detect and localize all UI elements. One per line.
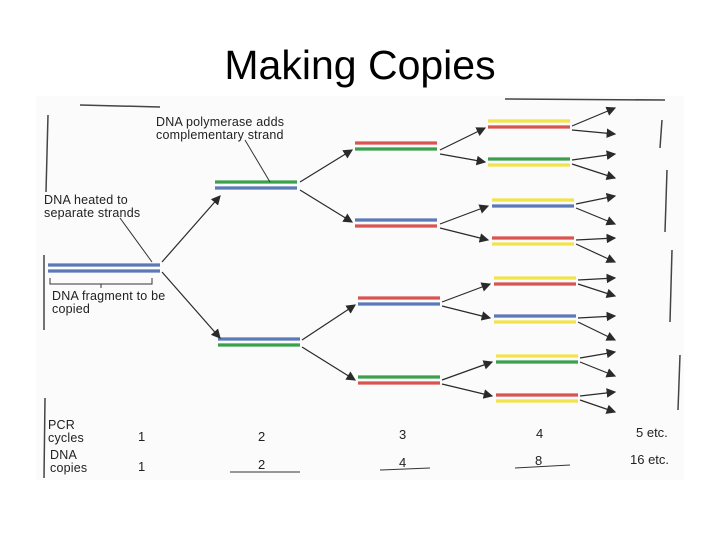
copies-value-16: 16 etc. — [630, 452, 670, 467]
arrow — [579, 348, 617, 359]
scan-edge-marks — [43, 98, 681, 479]
dna-strand-pair — [488, 119, 570, 129]
arrow — [301, 304, 357, 341]
dna-strand-pair — [355, 141, 437, 151]
label-leader-lines — [119, 139, 271, 263]
dna-strand-pair — [358, 296, 440, 306]
arrow — [571, 163, 617, 180]
arrow — [301, 346, 357, 381]
arrow — [575, 233, 617, 244]
cycles-value-2: 2 — [258, 429, 266, 444]
cycles-value-1: 1 — [138, 429, 146, 444]
dna-strand-pair — [494, 314, 576, 324]
arrow — [441, 282, 492, 303]
dna-strand-pair — [218, 337, 300, 347]
cycles-value-4: 4 — [536, 426, 544, 441]
arrow — [441, 360, 494, 381]
fragment-label: DNA fragment to be copied — [52, 289, 166, 316]
dna-strand-pair — [215, 180, 297, 190]
copies-value-1: 1 — [138, 459, 146, 474]
arrow — [577, 283, 617, 298]
dna-strand-pair — [492, 236, 574, 246]
arrow — [571, 106, 617, 127]
arrow — [299, 149, 354, 183]
dna-strand-pair — [496, 354, 578, 364]
dna-strand-pair — [496, 393, 578, 403]
arrow — [571, 150, 617, 161]
arrow — [577, 311, 617, 322]
arrow — [577, 273, 617, 284]
arrow — [579, 361, 617, 378]
dna-strand-pair — [48, 263, 160, 273]
cycles-value-5: 5 etc. — [636, 425, 668, 440]
copies-value-4: 4 — [399, 455, 407, 470]
copies-value-2: 2 — [258, 457, 266, 472]
arrow — [579, 399, 617, 414]
arrow — [439, 227, 490, 243]
arrow — [161, 195, 221, 263]
table-underlines — [230, 464, 571, 473]
arrow — [441, 383, 494, 399]
arrow — [441, 305, 492, 321]
arrow — [439, 153, 487, 166]
dna-strand-pair — [355, 218, 437, 228]
arrow — [439, 127, 487, 151]
arrow — [575, 243, 617, 263]
pcr-cycles-label: PCR cycles — [48, 418, 84, 445]
arrow — [579, 388, 617, 398]
dna-strand-pair — [488, 157, 570, 167]
page-title: Making Copies — [224, 42, 496, 88]
arrow — [575, 207, 617, 226]
copies-value-8: 8 — [535, 453, 543, 468]
arrow — [161, 271, 221, 339]
dna-strand-pair — [358, 375, 440, 385]
dna-strand-pair — [494, 276, 576, 286]
heated-label: DNA heated to separate strands — [44, 193, 141, 220]
cycles-value-3: 3 — [399, 427, 407, 442]
arrow — [575, 192, 617, 205]
arrow — [439, 204, 490, 225]
arrow — [577, 321, 617, 341]
arrow — [299, 189, 354, 223]
polymerase-label: DNA polymerase adds complementary strand — [156, 115, 285, 142]
arrow — [571, 128, 617, 139]
dna-strand-pair — [492, 198, 574, 208]
fragment-bracket — [49, 278, 153, 288]
dna-copies-label: DNA copies — [50, 448, 88, 475]
